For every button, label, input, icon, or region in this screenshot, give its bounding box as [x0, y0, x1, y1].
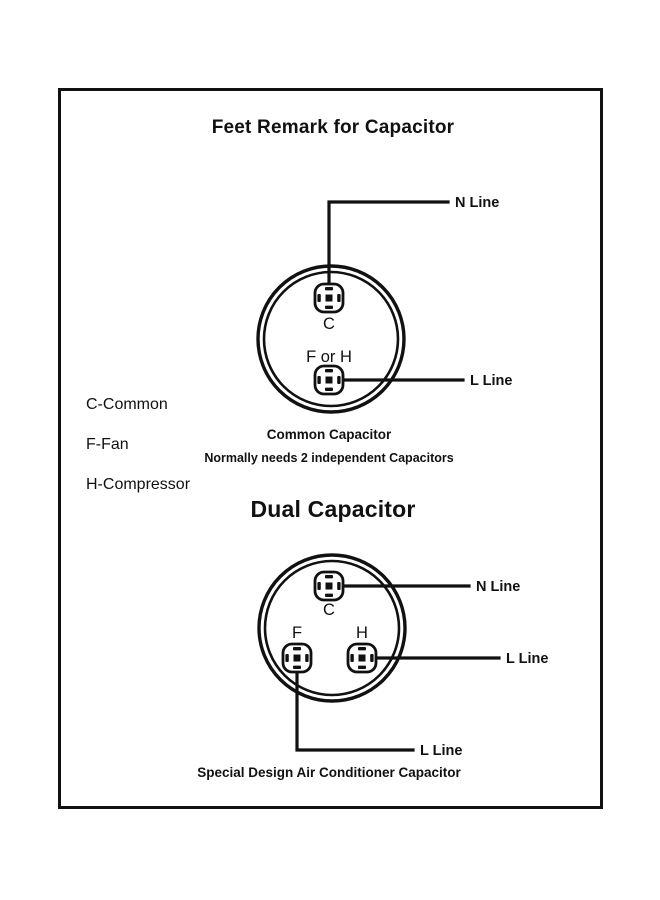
terminal-center-icon	[358, 654, 366, 662]
caption-common-capacitor-note: Normally needs 2 independent Capacitors	[204, 451, 453, 465]
terminal-h-dual	[346, 642, 378, 674]
terminal-tab-right-icon	[337, 294, 341, 302]
terminal-center-icon	[325, 294, 333, 302]
terminal-center-icon	[325, 376, 333, 384]
terminal-tab-top-icon	[325, 369, 333, 373]
terminal-tab-left-icon	[317, 376, 321, 384]
terminal-label-f-dual: F	[292, 624, 302, 642]
terminal-label-h-dual: H	[356, 624, 368, 642]
diagram-frame: Feet Remark for Capacitor C-Common F-Fan…	[58, 88, 603, 809]
wire-label-l-line-f-dual: L Line	[420, 743, 462, 759]
terminal-tab-right-icon	[305, 654, 309, 662]
terminal-tab-left-icon	[350, 654, 354, 662]
terminal-center-icon	[325, 582, 333, 590]
terminal-tab-left-icon	[317, 582, 321, 590]
capacitor-shell-inner-dual	[263, 559, 401, 697]
terminal-tab-bottom-icon	[325, 305, 333, 309]
capacitor-diagram: Feet Remark for Capacitor C-Common F-Fan…	[86, 117, 548, 780]
terminal-c-dual	[313, 570, 345, 602]
terminal-f-dual	[281, 642, 313, 674]
terminal-tab-right-icon	[337, 582, 341, 590]
section-title-dual-capacitor: Dual Capacitor	[250, 496, 415, 522]
legend-item-f-fan: F-Fan	[86, 436, 129, 453]
terminal-tab-top-icon	[325, 287, 333, 291]
terminal-tab-bottom-icon	[358, 665, 366, 669]
terminal-tab-bottom-icon	[293, 665, 301, 669]
capacitor-shell-outer-dual	[257, 553, 407, 703]
legend: C-Common F-Fan H-Compressor	[86, 396, 191, 493]
wire-label-n-line-dual: N Line	[476, 579, 520, 595]
terminal-label-f-or-h-common: F or H	[306, 348, 352, 366]
terminal-tab-top-icon	[293, 647, 301, 651]
caption-common-capacitor: Common Capacitor	[267, 427, 392, 442]
main-title: Feet Remark for Capacitor	[212, 117, 455, 138]
wire-label-l-line-h-dual: L Line	[506, 651, 548, 667]
terminal-tab-bottom-icon	[325, 593, 333, 597]
terminal-tab-top-icon	[358, 647, 366, 651]
terminal-tab-left-icon	[285, 654, 289, 662]
terminal-c-common	[313, 282, 345, 314]
wire-label-l-line-common: L Line	[470, 373, 512, 389]
terminal-tab-right-icon	[337, 376, 341, 384]
wire-label-n-line-common: N Line	[455, 195, 499, 211]
caption-dual-capacitor: Special Design Air Conditioner Capacitor	[197, 765, 461, 780]
capacitor-shell-inner-common	[262, 270, 400, 408]
common-capacitor-diagram: C F or H N Line L Line Common Capacitor …	[204, 195, 512, 465]
terminal-tab-left-icon	[317, 294, 321, 302]
terminal-tab-bottom-icon	[325, 387, 333, 391]
terminal-tab-top-icon	[325, 575, 333, 579]
terminal-label-c-common: C	[323, 315, 335, 333]
capacitor-shell-outer-common	[256, 264, 406, 414]
legend-item-h-compressor: H-Compressor	[86, 476, 191, 493]
legend-item-c-common: C-Common	[86, 396, 168, 413]
terminal-f-or-h-common	[313, 364, 345, 396]
dual-capacitor-diagram: C F H	[197, 553, 548, 780]
terminal-label-c-dual: C	[323, 601, 335, 619]
wire-l-line-f-dual	[295, 656, 415, 752]
terminal-center-icon	[293, 654, 301, 662]
wire-n-line-common	[327, 200, 450, 300]
terminal-tab-right-icon	[370, 654, 374, 662]
